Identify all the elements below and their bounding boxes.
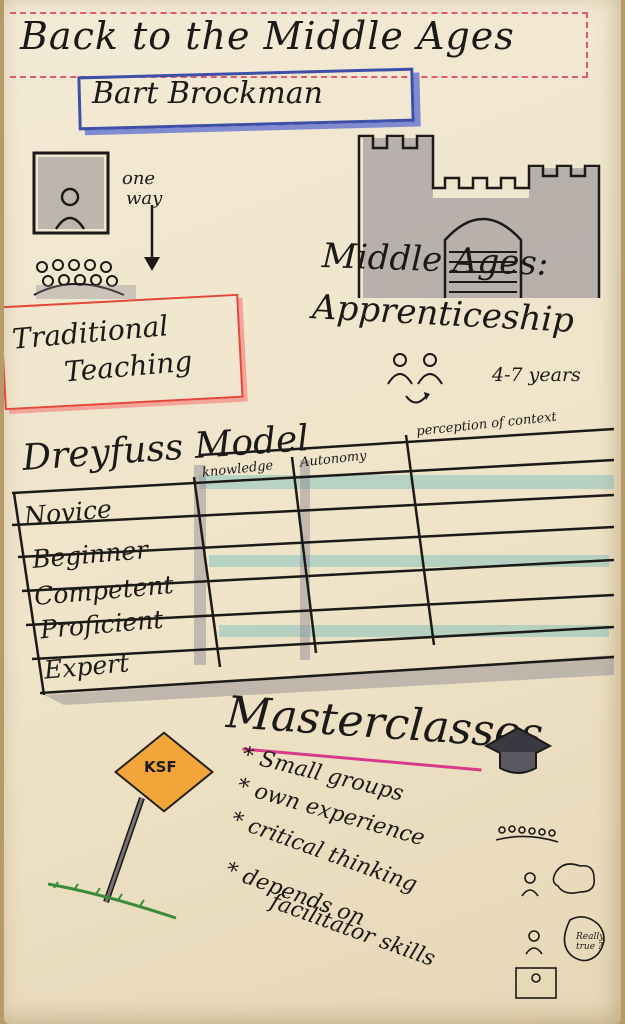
middle-ages-heading: Middle Ages:	[321, 236, 550, 284]
notebook-page: Back to the Middle Ages Bart Brockman on…	[4, 0, 621, 1024]
sign-post	[47, 797, 177, 920]
ksf-sign-label: KSF	[144, 758, 177, 776]
one-way-note-line2: way	[126, 188, 163, 209]
title-frame	[10, 12, 588, 78]
teacher-audience-drawing	[32, 151, 160, 299]
thought-bubble-text: Really true ?	[576, 932, 605, 952]
one-way-note-line1: one	[122, 168, 156, 189]
dreyfus-table-grid	[11, 427, 615, 705]
apprenticeship-duration: 4-7 years	[492, 364, 581, 386]
master-apprentice-icon	[387, 353, 443, 404]
graduation-cap-icon	[483, 726, 553, 774]
masterclass-doodles	[495, 825, 605, 999]
author-name: Bart Brockman	[92, 76, 323, 111]
castle-drawing	[357, 134, 601, 298]
page-title: Back to the Middle Ages	[20, 14, 515, 58]
